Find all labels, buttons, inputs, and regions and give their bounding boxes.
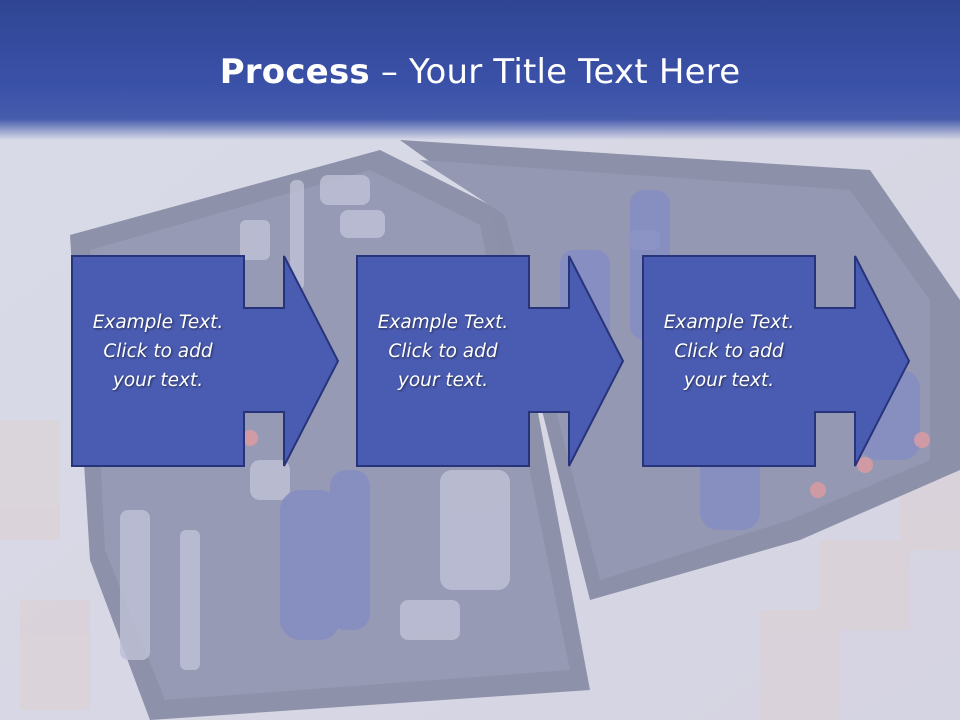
process-arrow-shape xyxy=(642,255,911,467)
title-rest: – Your Title Text Here xyxy=(369,52,741,92)
step-text: Example Text. Click to add your text. xyxy=(377,312,509,391)
step-text: Example Text. Click to add your text. xyxy=(92,312,224,391)
process-step-2[interactable]: Example Text. Click to add your text. xyxy=(356,255,697,470)
process-arrow-shape xyxy=(71,255,340,467)
process-arrow-shape xyxy=(356,255,625,467)
slide-title[interactable]: Process – Your Title Text Here xyxy=(0,52,960,92)
title-band xyxy=(0,0,960,140)
process-step-1[interactable]: Example Text. Click to add your text. xyxy=(71,255,412,470)
process-step-3[interactable]: Example Text. Click to add your text. xyxy=(642,255,960,470)
step-text: Example Text. Click to add your text. xyxy=(663,312,795,391)
title-bold: Process xyxy=(219,52,370,92)
